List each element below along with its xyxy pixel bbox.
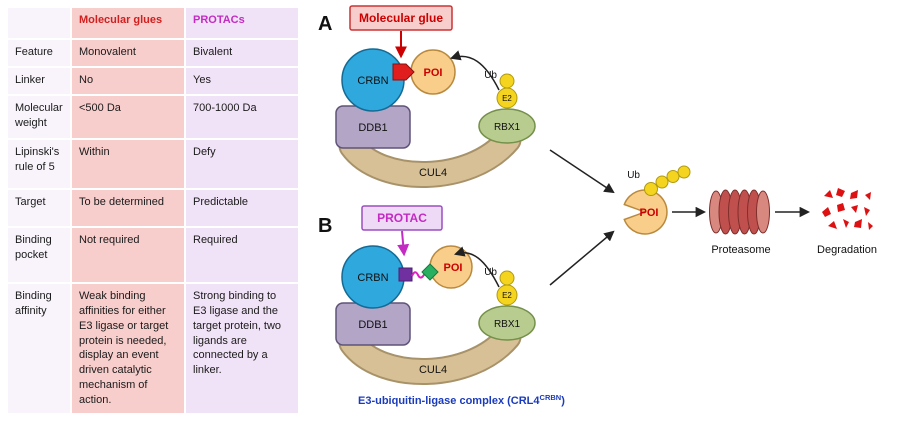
cell-linker-glue: No xyxy=(72,68,184,94)
molecular-glue-callout-box xyxy=(349,5,453,31)
e2-label-a: E2 xyxy=(502,94,512,103)
cell-binding-pocket-glue: Not required xyxy=(72,228,184,282)
cell-target-protac: Predictable xyxy=(186,190,298,226)
cell-target-glue: To be determined xyxy=(72,190,184,226)
protac-callout-text: PROTAC xyxy=(377,211,427,225)
row-label-lipinski: Lipinski's rule of 5 xyxy=(8,140,70,188)
proteasome-label: Proteasome xyxy=(711,244,770,256)
panel-b-label: B xyxy=(318,215,332,237)
row-label-molecular-weight: Molecular weight xyxy=(8,96,70,138)
molecular-glue-callout-text: Molecular glue xyxy=(359,11,443,25)
protac-pointer-arrow xyxy=(397,230,410,257)
complex-caption-superscript: CRBN xyxy=(540,393,562,402)
crbn-label-b: CRBN xyxy=(357,272,388,284)
cell-linker-protac: Yes xyxy=(186,68,298,94)
ub-chain-circle xyxy=(644,182,658,196)
cell-binding-affinity-protac: Strong binding to E3 ligase and the targ… xyxy=(186,284,298,413)
complex-caption-close: ) xyxy=(561,395,565,407)
proteasome-icon xyxy=(709,189,770,235)
molecular-glue-ligand-icon xyxy=(392,63,415,81)
cul4-label-b: CUL4 xyxy=(419,364,447,376)
row-label-binding-pocket: Binding pocket xyxy=(8,228,70,282)
ub-circle-b xyxy=(499,270,515,286)
degradation-fragment xyxy=(843,219,849,228)
protac-linker-wave xyxy=(411,271,426,279)
degradation-fragment xyxy=(851,205,858,213)
crbn-label-a: CRBN xyxy=(357,75,388,87)
degradation-fragment xyxy=(824,190,833,198)
cell-molecular-weight-protac: 700-1000 Da xyxy=(186,96,298,138)
complex-caption-main: E3-ubiquitin-ligase complex (CRL4 xyxy=(358,395,540,407)
row-label-linker: Linker xyxy=(8,68,70,94)
degradation-fragments-icon xyxy=(822,188,873,230)
ubiquitinated-poi-shape xyxy=(623,189,668,235)
degradation-fragment xyxy=(837,203,845,212)
degradation-fragment xyxy=(822,207,831,217)
rbx1-label-a: RBX1 xyxy=(494,122,521,133)
cell-feature-glue: Monovalent xyxy=(72,40,184,66)
ub-chain-circle xyxy=(677,165,691,179)
cell-binding-affinity-glue: Weak binding affinities for either E3 li… xyxy=(72,284,184,413)
cell-lipinski-protac: Defy xyxy=(186,140,298,188)
row-label-target: Target xyxy=(8,190,70,226)
panel-a-label: A xyxy=(318,13,332,35)
ubiquitin-transfer-arrow-a xyxy=(450,50,500,91)
row-label-binding-affinity: Binding affinity xyxy=(8,284,70,413)
complex-caption: E3-ubiquitin-ligase complex (CRL4CRBN) xyxy=(358,393,565,407)
comparison-table: Molecular glues PROTACs Feature Monovale… xyxy=(8,8,298,413)
ddb1-label-a: DDB1 xyxy=(358,122,387,134)
ub-chain-label: Ub xyxy=(627,170,640,181)
proteasome-rib xyxy=(756,190,770,234)
ub-chain-circle xyxy=(655,175,669,189)
degradation-fragment xyxy=(854,219,862,228)
cell-lipinski-glue: Within xyxy=(72,140,184,188)
cell-binding-pocket-protac: Required xyxy=(186,228,298,282)
ub-circle-a xyxy=(499,73,515,89)
column-header-protacs: PROTACs xyxy=(186,8,298,38)
panel-a-to-poi-arrow xyxy=(549,149,615,194)
degradation-fragment xyxy=(836,188,845,197)
cul4-band-b xyxy=(340,325,520,384)
row-label-feature: Feature xyxy=(8,40,70,66)
table-corner-cell xyxy=(8,8,70,38)
degradation-fragment xyxy=(864,207,870,216)
protac-callout-box xyxy=(361,205,443,231)
degradation-fragment xyxy=(865,192,871,200)
ub-chain-circle xyxy=(666,170,680,183)
panel-b-to-poi-arrow xyxy=(549,230,615,286)
cell-molecular-weight-glue: <500 Da xyxy=(72,96,184,138)
poi-label-a: POI xyxy=(424,67,443,79)
ddb1-label-b: DDB1 xyxy=(358,319,387,331)
e2-label-b: E2 xyxy=(502,291,512,300)
degradation-fragment xyxy=(850,190,858,199)
rbx1-label-b: RBX1 xyxy=(494,319,521,330)
ubiquitinated-poi-label: POI xyxy=(640,207,659,219)
degradation-fragment xyxy=(868,222,873,230)
cul4-label-a: CUL4 xyxy=(419,167,447,179)
cell-feature-protac: Bivalent xyxy=(186,40,298,66)
cul4-band-a xyxy=(340,128,520,187)
poi-label-b: POI xyxy=(444,262,463,274)
protac-poi-ligand-icon xyxy=(421,263,439,281)
mechanism-diagram: A Molecular glue CUL4 DDB1 RBX1 CRBN POI… xyxy=(318,5,877,407)
ubiquitin-transfer-arrow-b xyxy=(453,246,500,288)
rbx1-ellipse-b xyxy=(478,305,536,341)
degradation-label: Degradation xyxy=(817,244,877,256)
column-header-molecular-glues: Molecular glues xyxy=(72,8,184,38)
degradation-fragment xyxy=(828,221,837,229)
rbx1-ellipse-a xyxy=(478,108,536,144)
protac-crbn-ligand-icon xyxy=(398,267,413,282)
